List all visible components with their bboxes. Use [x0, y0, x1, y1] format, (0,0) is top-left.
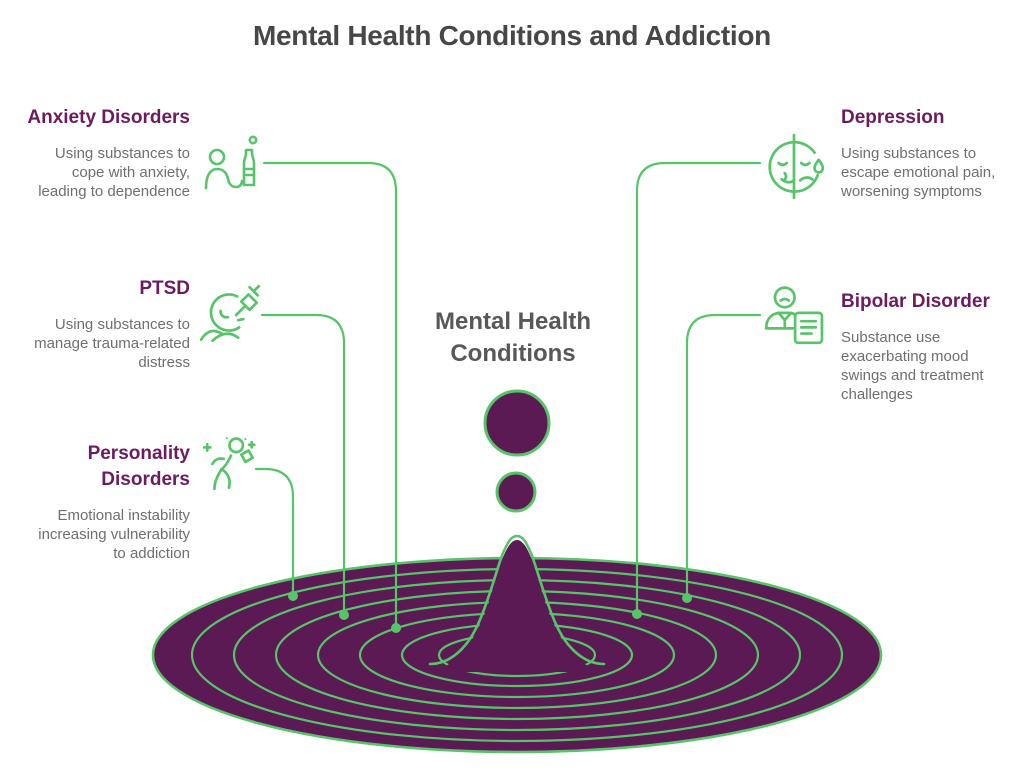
ptsd-description: Using substances to manage trauma-relate… — [34, 316, 190, 371]
personality-description: Emotional instability increasing vulnera… — [38, 507, 190, 562]
ptsd-title: PTSD — [139, 278, 190, 299]
connector-lines — [254, 161, 762, 630]
center-label-line1: Mental Health — [434, 308, 592, 335]
dancing-person-icon — [202, 437, 256, 491]
droplet-small — [495, 471, 537, 513]
bipolar-description: Substance use exacerbating mood swings a… — [841, 329, 984, 403]
personality-title: Personality Disorders — [87, 443, 190, 490]
item-bipolar-disorder: Bipolar Disorder Substance use exacerbat… — [841, 289, 1009, 404]
falling-droplets — [483, 389, 551, 513]
page-title: Mental Health Conditions and Addiction — [253, 20, 771, 51]
connector-ptsd — [260, 313, 346, 617]
split-face-tear-icon — [768, 133, 825, 200]
splash-column-outline — [428, 534, 606, 666]
connector-end-dots — [288, 591, 692, 633]
person-bottle-icon — [204, 135, 258, 190]
item-anxiety-disorders: Anxiety Disorders Using substances to co… — [15, 105, 190, 201]
head-syringe-icon — [199, 284, 261, 343]
splash-column — [437, 540, 597, 672]
connector-depression — [635, 161, 762, 616]
connector-personality — [254, 467, 295, 598]
anxiety-title: Anxiety Disorders — [27, 107, 190, 128]
anxiety-description: Using substances to cope with anxiety, l… — [38, 145, 190, 200]
bipolar-title: Bipolar Disorder — [841, 291, 990, 312]
droplet-large — [483, 389, 551, 457]
depression-title: Depression — [841, 107, 945, 128]
center-label: Mental Health Conditions — [413, 306, 613, 370]
connector-anxiety — [262, 161, 398, 630]
item-personality-disorders: Personality Disorders Emotional instabil… — [15, 441, 190, 563]
item-ptsd: PTSD Using substances to manage trauma-r… — [15, 276, 190, 372]
item-depression: Depression Using substances to escape em… — [841, 105, 1009, 201]
connector-bipolar — [685, 313, 762, 600]
center-label-line2: Conditions — [450, 340, 576, 367]
depression-description: Using substances to escape emotional pai… — [841, 145, 996, 200]
person-document-icon — [764, 286, 824, 345]
